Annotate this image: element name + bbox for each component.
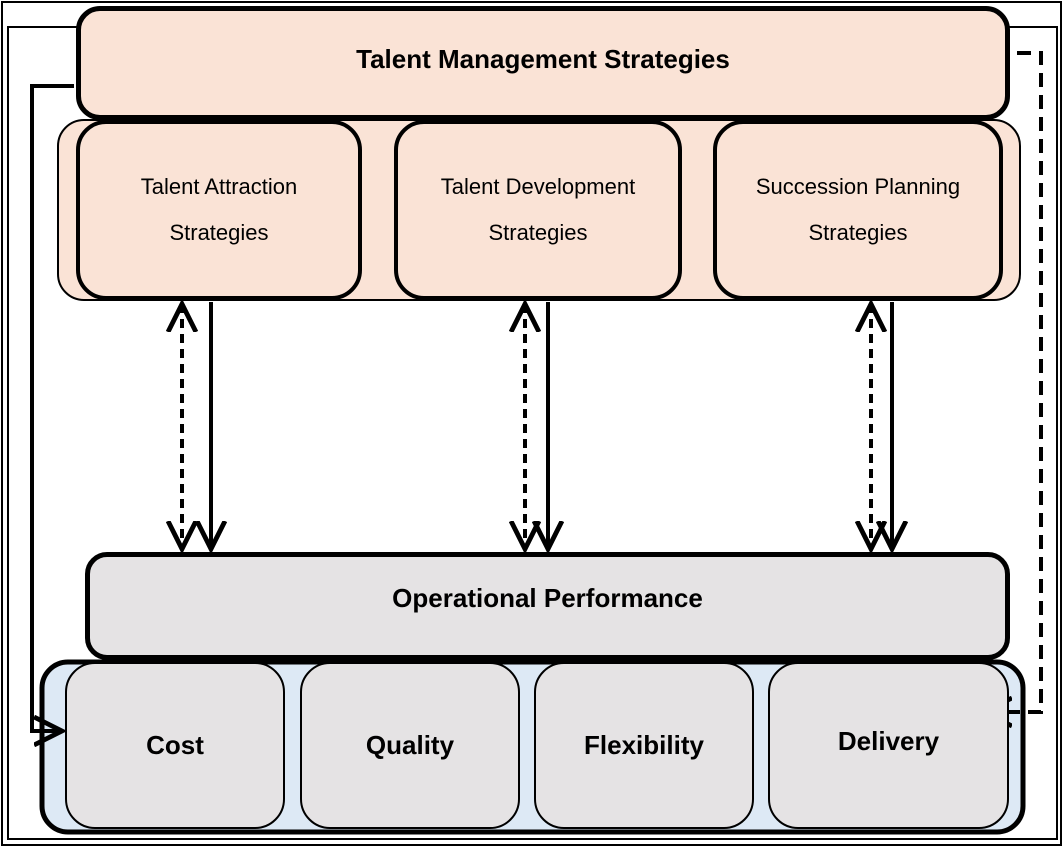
talent-development-label-line2: Strategies [488,220,588,245]
title-label: Talent Management Strategies [356,44,730,74]
talent-attraction-box: Talent Attraction Strategies [76,120,362,300]
talent-development-box: Talent Development Strategies [394,120,682,300]
flexibility-label: Flexibility [584,730,704,760]
succession-planning-label-line1: Succession Planning [755,174,961,199]
talent-development-label-line1: Talent Development [440,174,636,199]
cost-box: Cost [65,662,285,829]
operational-performance-label: Operational Performance [392,583,703,613]
quality-label: Quality [365,730,455,760]
succession-planning-label-line2: Strategies [808,220,908,245]
operational-performance-box: Operational Performance [85,552,1010,660]
talent-attraction-label-line1: Talent Attraction [140,174,298,199]
flexibility-box: Flexibility [534,662,754,829]
delivery-label: Delivery [837,726,940,756]
succession-planning-box: Succession Planning Strategies [713,120,1003,300]
talent-management-strategies-box: Talent Management Strategies [76,6,1010,120]
feedback-line-right [984,51,1043,712]
cost-label: Cost [146,730,204,760]
delivery-box: Delivery [768,662,1009,829]
quality-box: Quality [300,662,520,829]
talent-attraction-label-line2: Strategies [169,220,269,245]
feedback-line-left [30,84,74,731]
